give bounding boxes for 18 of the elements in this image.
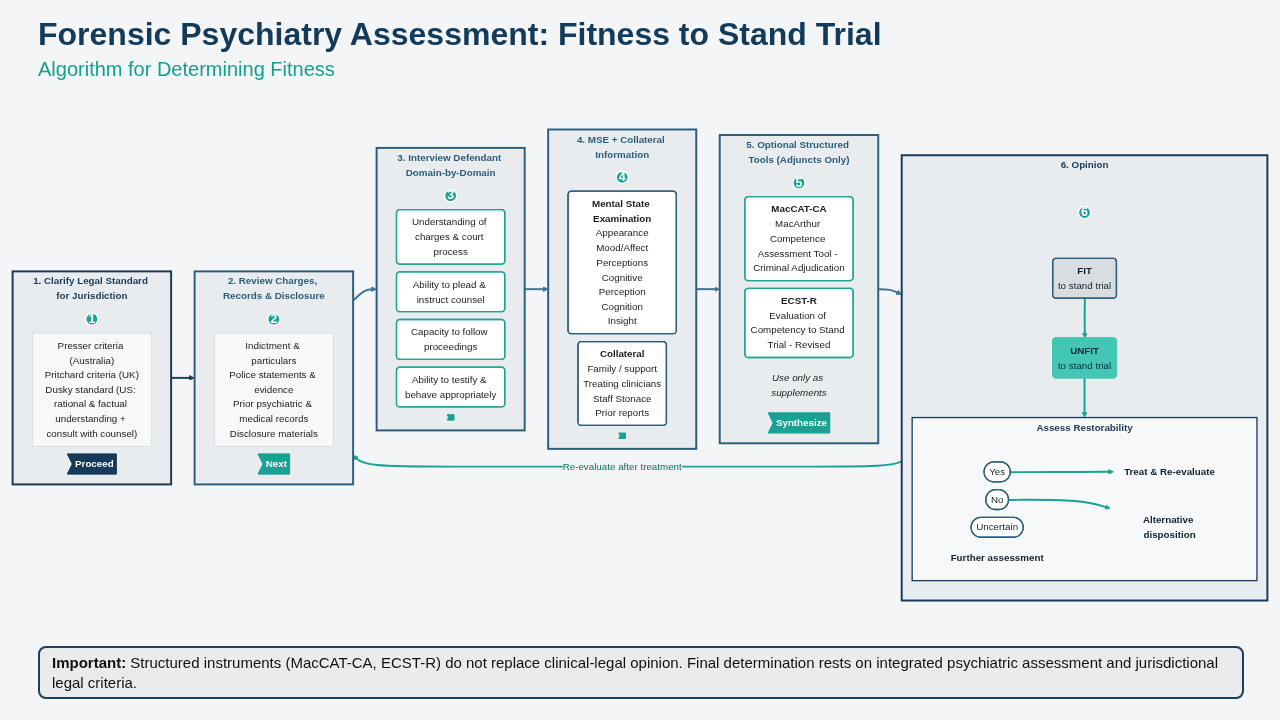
- node-label: 2: [270, 311, 278, 326]
- node-box: Indictment & particulars Police statements & evidence Prior psychiatric & medical records Disclosure materials: [214, 332, 334, 447]
- node-label: 5: [795, 175, 803, 190]
- node-box: Presser criteria (Australia) Pritchard criteria (UK) Dusky standard (US: rational & factual understanding + consult with counsel): [32, 332, 152, 447]
- arrow: [1081, 297, 1088, 339]
- subtitle: Algorithm for Determining Fitness: [38, 58, 335, 81]
- arrow: [1081, 376, 1088, 418]
- diagram-title: Forensic Psychiatry Assessment: Fitness to Stand Trial: [38, 16, 882, 53]
- node-text: Treat & Re-evaluate: [1124, 465, 1215, 477]
- node-label: 6: [1081, 205, 1089, 219]
- node-label: Further assessment: [950, 551, 1044, 563]
- important-note: Important: Structured instruments (MacCAT-CA, ECST-R) do not replace clinical-legal opinion. Final determination rests on integrated psychiatric assessment and jurisdictional legal criteria.: [38, 646, 1244, 699]
- node-label: 4: [618, 169, 626, 184]
- node-label: 1: [88, 311, 96, 326]
- node-label: 3: [447, 188, 455, 203]
- edge-label: Re-evaluate after treatment: [562, 460, 682, 472]
- node-label: Use only as supplements: [771, 371, 827, 398]
- node-text: Alternative disposition: [1142, 513, 1196, 540]
